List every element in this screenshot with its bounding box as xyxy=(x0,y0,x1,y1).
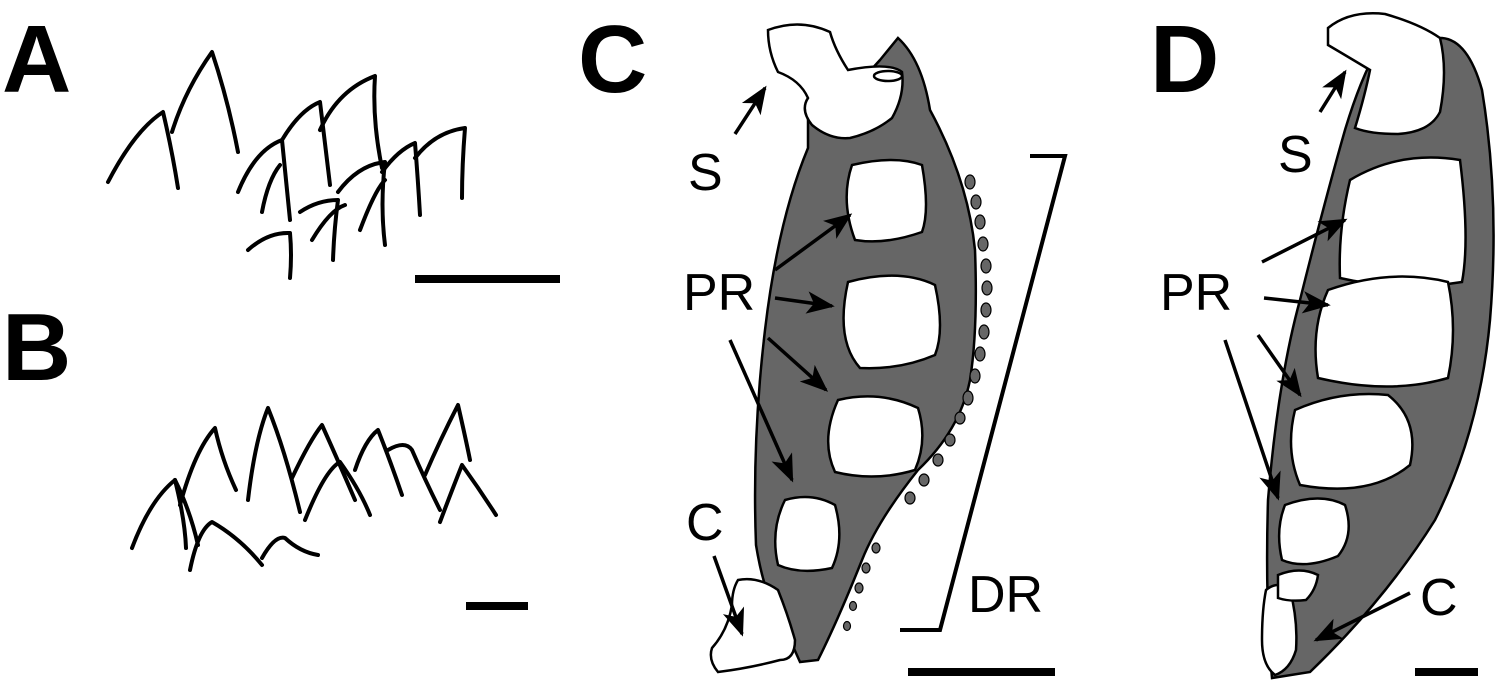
panel-c-label-dr: DR xyxy=(968,566,1043,624)
panel-b-letter: B xyxy=(2,294,71,401)
panel-d-hole-4 xyxy=(1277,497,1350,566)
panel-d-label-c: C xyxy=(1420,569,1458,627)
panel-d-arrows xyxy=(1223,69,1411,642)
panel-c-letter: C xyxy=(578,6,647,113)
panel-c-label-c: C xyxy=(686,494,724,552)
panel-c-sternum-cartilage xyxy=(766,23,904,140)
panel-d-hole-3 xyxy=(1289,392,1414,490)
panel-b: B xyxy=(2,294,528,610)
panel-d-hole-5 xyxy=(1276,569,1320,602)
panel-d-letter: D xyxy=(1150,6,1219,113)
panel-d-label-pr: PR xyxy=(1160,264,1232,322)
panel-d-sternum-cartilage xyxy=(1326,12,1446,136)
panel-c-dorsal-row-dots xyxy=(842,174,993,632)
panel-a-teeth xyxy=(106,50,467,280)
panel-d-label-s: S xyxy=(1278,126,1313,184)
panel-c-hole-1 xyxy=(845,158,928,243)
panel-c-label-s: S xyxy=(688,144,723,202)
panel-c-foramen xyxy=(872,69,904,83)
panel-c-hole-2 xyxy=(842,274,942,370)
panel-a-letter: A xyxy=(2,6,71,113)
panel-c-label-pr: PR xyxy=(683,264,755,322)
panel-c-dr-bracket xyxy=(900,154,1068,632)
panel-c-hole-4 xyxy=(773,495,841,573)
panel-d-hole-2 xyxy=(1314,275,1455,388)
panel-a: A xyxy=(2,6,560,283)
panel-d: D S PR C xyxy=(1150,6,1495,680)
panel-c-hole-3 xyxy=(826,395,924,478)
panel-d-hole-1 xyxy=(1338,156,1467,288)
panel-b-teeth xyxy=(130,403,498,572)
panel-c: C xyxy=(578,6,1068,676)
panel-c-arrows xyxy=(712,85,853,637)
